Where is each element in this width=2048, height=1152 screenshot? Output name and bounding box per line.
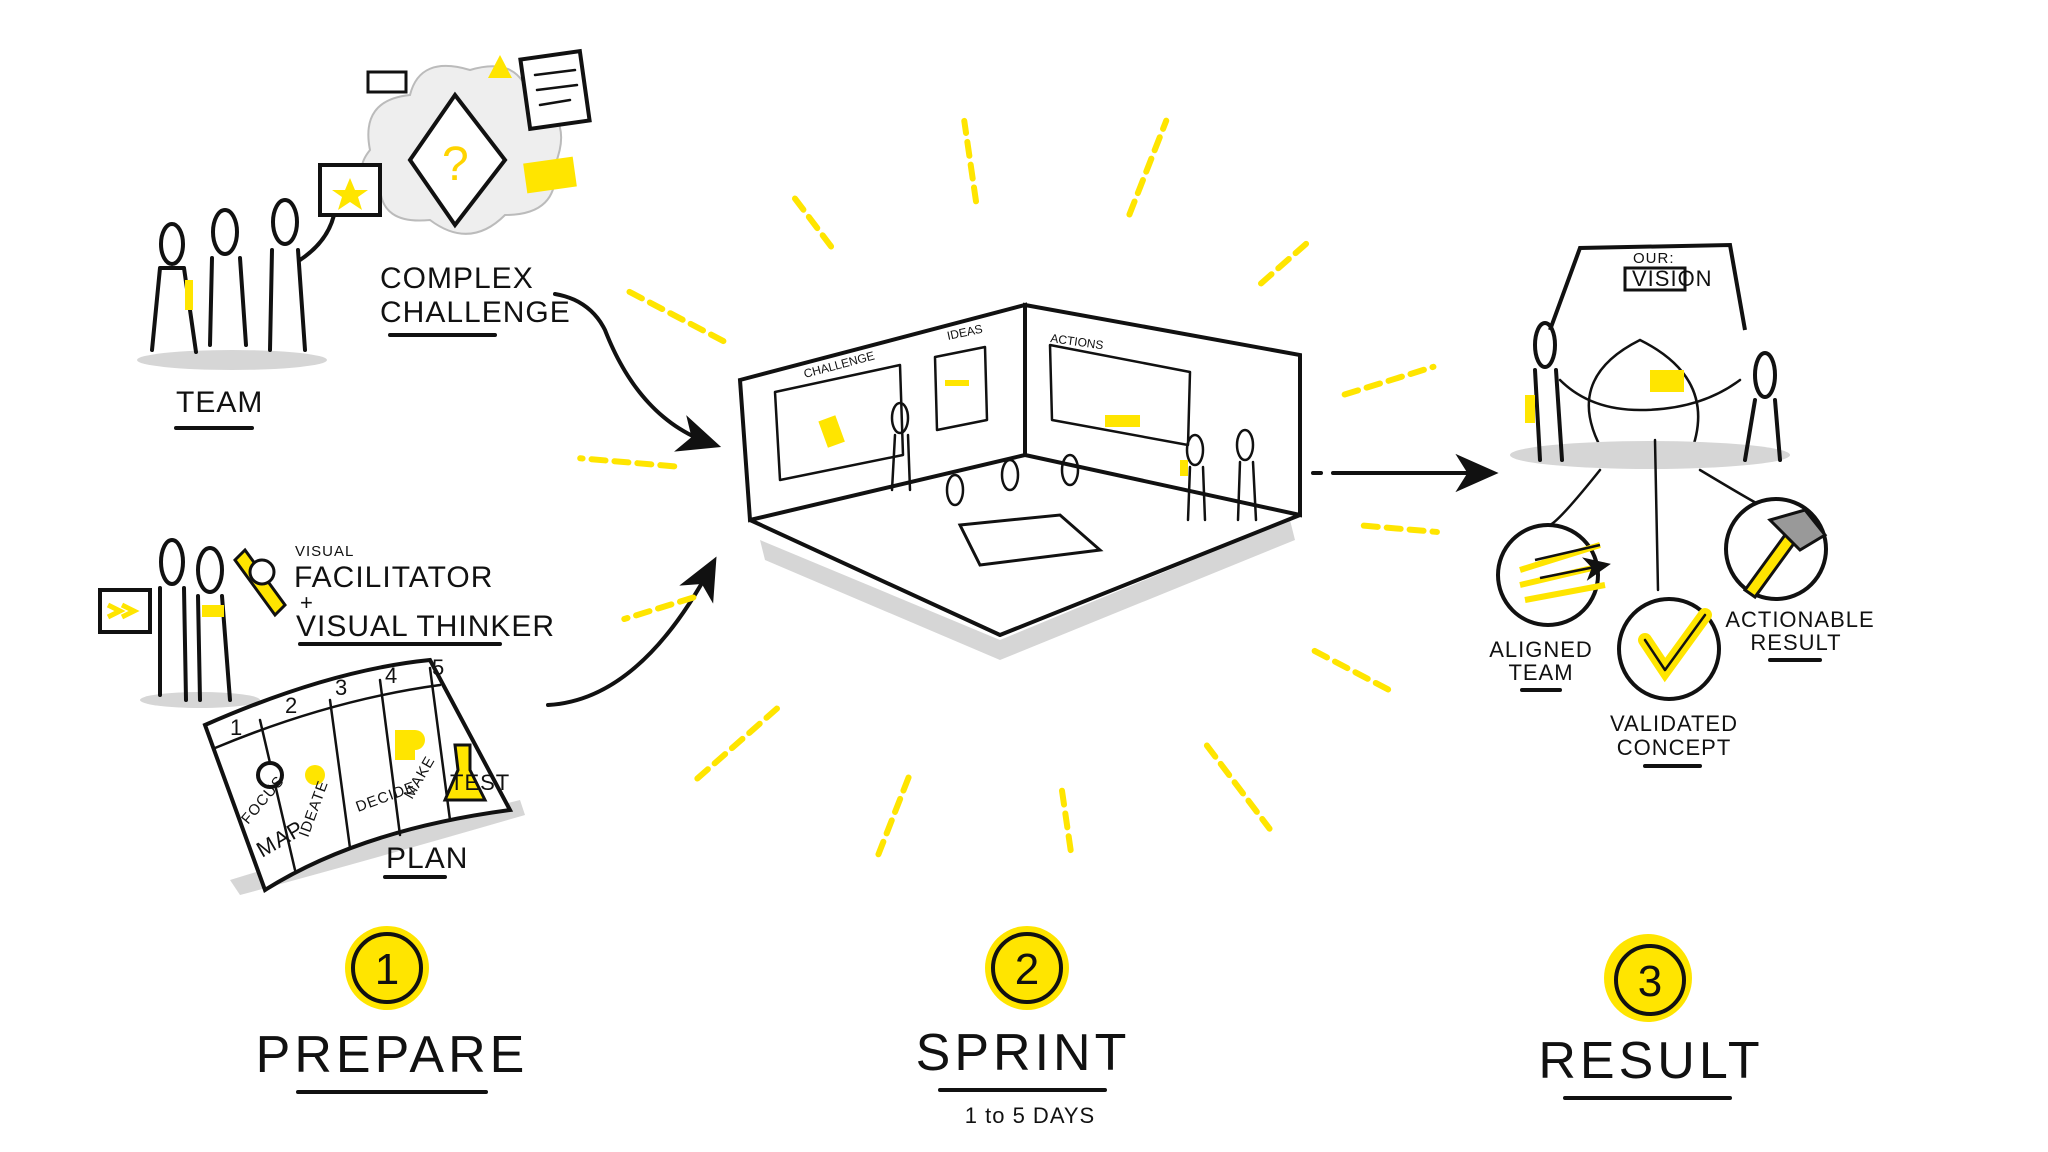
facilitator-illustration [98,538,287,708]
burst-ray [961,117,980,205]
plan-column-number: 2 [285,693,298,718]
outcome-label-line2: RESULT [1750,630,1841,655]
outcome-aligned-team: ALIGNED TEAM [1489,523,1605,692]
vision-board-title: VISION [1632,266,1713,291]
visual-thinker-label: VISUAL THINKER [296,610,555,643]
question-mark-icon: ? [442,138,469,191]
result-section: OUR: VISION ALIGNED TEAM VALIDATED CONCE… [1489,242,1874,1100]
facilitator-small-label: VISUAL [295,543,354,560]
burst-ray [875,774,912,858]
outcome-label-line1: VALIDATED [1610,711,1738,736]
outcome-label-line2: TEAM [1508,660,1573,685]
outcome-actionable-result: ACTIONABLE RESULT [1724,497,1874,662]
team-illustration [137,198,337,370]
plan-test-label: TEST [450,770,510,795]
step-2-badge: 2 [985,926,1069,1010]
burst-ray [788,190,835,250]
sprint-section: CHALLENGE IDEAS ACTIONS 2 SPRINT 1 to 5 … [577,117,1440,1128]
plan-label: PLAN [386,842,468,875]
hammer-icon [1742,508,1828,600]
step-3-number: 3 [1638,957,1662,1006]
outcome-label-line2: CONCEPT [1617,735,1732,760]
step-2-number: 2 [1015,945,1039,994]
vision-board-small: OUR: [1633,250,1675,267]
sprint-burst-rays [577,117,1440,858]
plan-column-number: 1 [230,715,243,740]
vision-board-illustration [1510,242,1790,592]
burst-ray [621,286,727,345]
burst-ray [1258,235,1316,287]
burst-ray [621,594,697,623]
sprint-duration: 1 to 5 DAYS [965,1103,1095,1128]
step-1-number: 1 [375,945,399,994]
team-label: TEAM [176,386,263,419]
challenge-line2: CHALLENGE [380,296,571,329]
plus-label: + [300,590,314,615]
burst-ray [1203,742,1273,832]
step-3-badge: 3 [1604,934,1692,1022]
burst-ray [1341,363,1437,398]
burst-ray [1360,522,1440,535]
facilitator-label: FACILITATOR [294,561,493,594]
outcome-label-line1: ACTIONABLE [1725,607,1874,632]
arrow-plan-to-sprint [546,556,717,707]
prepare-title: PREPARE [256,1026,529,1084]
arrow-challenge-to-sprint [553,292,722,452]
burst-ray [693,705,780,783]
result-title: RESULT [1538,1032,1763,1090]
complex-challenge-illustration: ? [318,48,592,235]
challenge-line1: COMPLEX [380,262,534,295]
prepare-section: TEAM ? COMPLEX CHALLENGE [98,48,592,1094]
plan-column-number: 4 [385,663,398,688]
sprint-room-illustration [737,302,1302,660]
sprint-title: SPRINT [916,1024,1131,1082]
arrows-icon [1519,545,1605,603]
outcome-label-line1: ALIGNED [1489,637,1593,662]
burst-ray [1058,787,1075,857]
plan-column-number: 3 [335,675,348,700]
plan-column-number: 5 [432,655,445,680]
plan-board [202,657,525,895]
step-1-badge: 1 [345,926,429,1010]
plan-column-numbers: 1 2 3 4 5 [230,655,445,740]
outcome-validated-concept: VALIDATED CONCEPT [1610,597,1738,768]
burst-ray [1311,647,1399,697]
burst-ray [1126,117,1170,218]
burst-ray [577,455,678,470]
